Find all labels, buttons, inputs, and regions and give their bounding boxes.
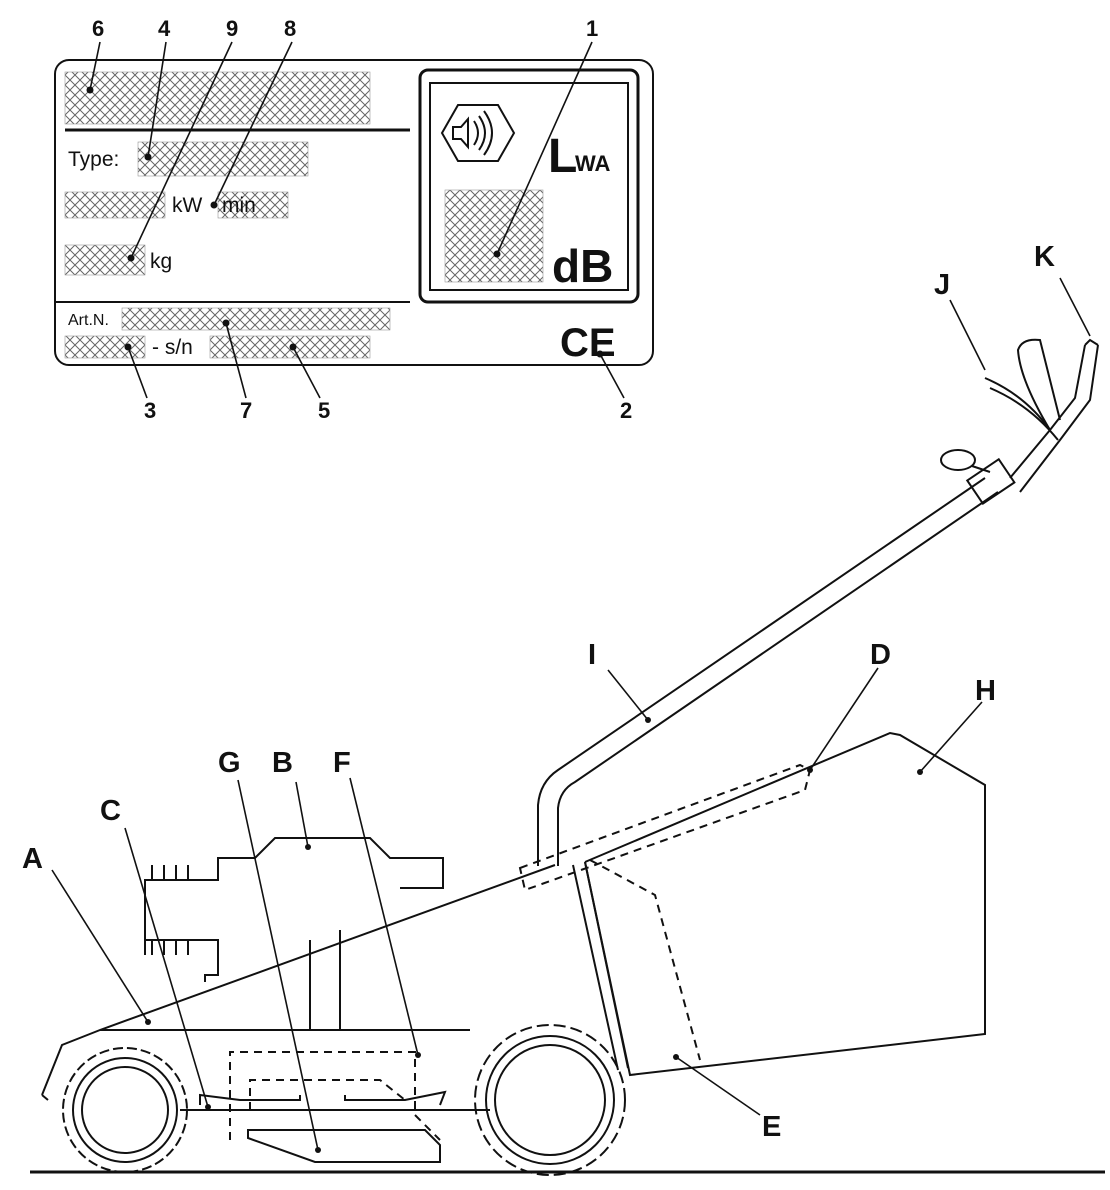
callout-i: I [588,639,596,671]
callout-1: 1 [586,16,598,41]
handle-bar [537,338,1099,866]
callout-b: B [272,747,293,779]
type-label: Type: [68,148,119,171]
callout-2: 2 [620,398,632,423]
callout-8: 8 [284,16,296,41]
field-article [121,307,391,331]
speed-unit-label: min [222,194,256,217]
ce-mark-icon: CE [560,321,616,365]
callout-k: K [1034,241,1055,273]
callout-d: D [870,639,891,671]
callout-3: 3 [144,398,156,423]
field-type [137,141,309,177]
lwa-letter: L [548,130,577,183]
callout-9: 9 [226,16,238,41]
callout-6: 6 [92,16,104,41]
callout-h: H [975,675,996,707]
callout-a: A [22,843,43,875]
cutting-blade [247,1129,441,1163]
plate-outline [54,59,654,366]
power-unit-label: kW [172,194,203,217]
sound-power-hexagon-icon [440,104,516,162]
grass-catcher [584,731,986,1077]
lawn-mower: A C G B F I D H E J K [22,241,1105,1176]
lwa-subscript: WA [575,151,611,176]
db-label: dB [552,240,613,292]
callout-5: 5 [318,398,330,423]
callout-4: 4 [158,16,171,41]
callout-e: E [762,1111,781,1143]
callout-f: F [333,747,351,779]
callout-g: G [218,747,241,779]
field-power [64,191,166,219]
sound-power-box: L WA dB [418,68,640,304]
article-label: Art.N. [68,312,109,329]
callout-7: 7 [240,398,252,423]
rating-plate: Type: kW min kg Art.N. - s/n L WA dB CE [54,16,654,423]
rear-wheel [474,1024,626,1176]
front-wheel [62,1047,188,1173]
callout-j: J [934,269,950,301]
mower-deck [41,864,556,1101]
field-sound-level [444,189,544,283]
field-speed [217,191,289,219]
throttle-knob [940,449,976,471]
field-year [64,335,146,359]
weight-unit-label: kg [150,250,172,273]
engine [144,837,444,1030]
callout-c: C [100,795,121,827]
field-manufacturer [64,71,371,125]
serial-label: - s/n [152,336,193,359]
